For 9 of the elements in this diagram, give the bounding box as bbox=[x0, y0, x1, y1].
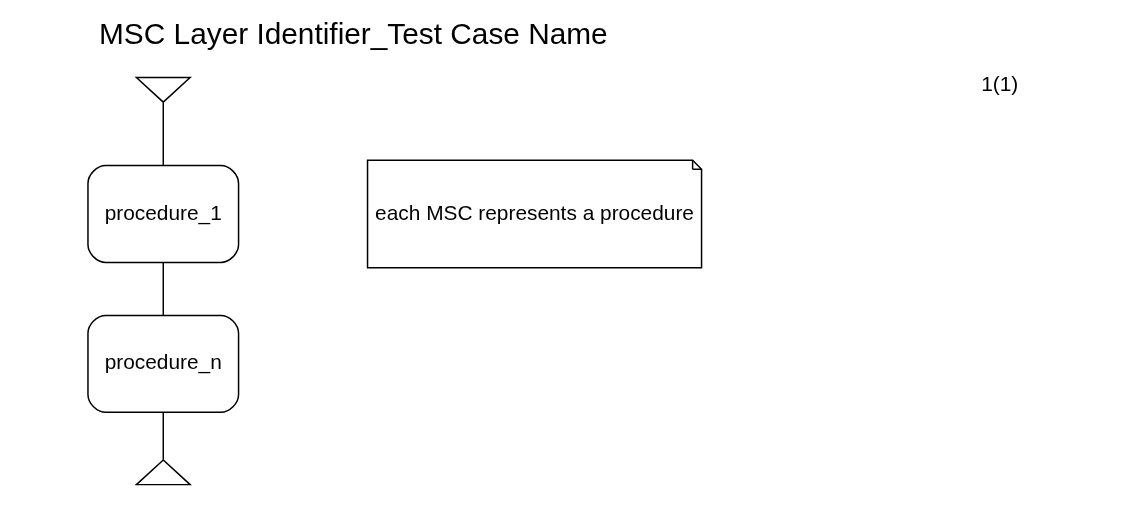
node-triangle bbox=[134, 76, 193, 104]
connector bbox=[162, 262, 164, 316]
node-box: procedure_n bbox=[87, 314, 240, 414]
node-triangle bbox=[134, 459, 193, 486]
diagram-title: MSC Layer Identifier_Test Case Name bbox=[99, 17, 608, 50]
connector bbox=[162, 411, 164, 461]
label: 1(1) bbox=[981, 72, 1019, 96]
connector bbox=[162, 101, 164, 166]
node-box: procedure_1 bbox=[87, 164, 240, 264]
